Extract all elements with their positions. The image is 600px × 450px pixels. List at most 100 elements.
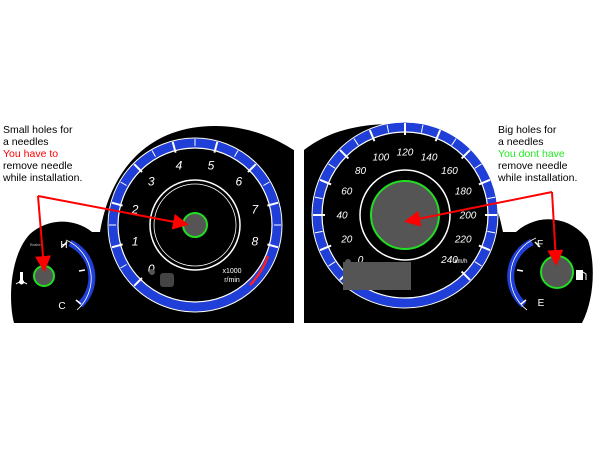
tach-label-6: 6 xyxy=(235,175,242,189)
tach-minor-tick xyxy=(120,181,127,186)
speedo-unit: km/h xyxy=(454,259,467,265)
right-note-line1: Big holes for xyxy=(498,124,557,136)
left-note-line4: remove needle xyxy=(3,160,73,172)
tach-label-5: 5 xyxy=(208,158,215,172)
arrows xyxy=(35,191,564,272)
speedo-major-tick xyxy=(339,149,350,160)
fuel-pump-icon xyxy=(576,270,587,280)
tach-needle-hole xyxy=(182,212,208,238)
speedo-minor-tick xyxy=(420,124,424,133)
speedo-major-tick xyxy=(478,178,491,186)
speedo-minor-tick xyxy=(487,196,496,200)
speedo-label-160: 160 xyxy=(441,166,458,177)
left-note-highlight: You have to xyxy=(3,148,59,160)
tach-indicator-hole xyxy=(149,269,155,275)
speedo-minor-tick xyxy=(474,163,482,169)
tach-major-tick xyxy=(133,163,143,173)
fuel-needle-hole xyxy=(540,255,574,289)
speedo-major-tick xyxy=(319,244,332,252)
speedo-major-tick xyxy=(319,178,332,186)
left-panel xyxy=(11,126,294,323)
speedo-major-tick xyxy=(368,129,376,142)
speedo-label-20: 20 xyxy=(340,235,353,246)
speedo-minor-tick xyxy=(474,261,482,267)
speedo-minor-tick xyxy=(353,138,359,146)
left-note-line1: Small holes for xyxy=(3,124,73,136)
tach-inner-ring xyxy=(149,179,241,271)
speedo-major-tick xyxy=(460,149,471,160)
tach-major-tick xyxy=(133,277,143,287)
tach-unit-line2: r/min xyxy=(224,277,240,284)
speedo-label-0: 0 xyxy=(358,255,364,266)
speedo-label-140: 140 xyxy=(421,152,438,163)
tach-redline xyxy=(249,255,270,286)
speedo-major-tick xyxy=(478,244,491,252)
temp-label-small: Brakes xyxy=(30,242,42,247)
speedo-label-60: 60 xyxy=(341,187,353,198)
speedo-indicator-hole xyxy=(345,259,351,265)
speedo-minor-tick xyxy=(328,261,336,267)
tach-label-7: 7 xyxy=(252,202,260,216)
right-note-line4: remove needle xyxy=(498,160,568,172)
arrow-to-speedo-hole xyxy=(404,191,553,227)
tach-major-tick xyxy=(111,243,123,249)
tach-label-8: 8 xyxy=(252,234,259,248)
tach-ticks xyxy=(109,139,281,287)
tach-label-1: 1 xyxy=(132,234,139,248)
big-holes-note: Big holes for a needles You dont have re… xyxy=(498,124,577,184)
speedo-minor-tick xyxy=(328,163,336,169)
right-note-line5: while installation. xyxy=(498,172,578,184)
speedo-major-tick xyxy=(434,129,442,142)
speedo-label-220: 220 xyxy=(454,235,472,246)
speedo-label-180: 180 xyxy=(455,187,472,198)
temp-needle-hole xyxy=(33,265,55,287)
speedo-label-40: 40 xyxy=(336,211,348,222)
speedo-minor-tick xyxy=(314,230,323,234)
tach-label-4: 4 xyxy=(176,158,183,172)
small-holes-note: Small holes for a needles You have to re… xyxy=(3,124,82,184)
tach-minor-tick xyxy=(151,150,156,157)
speedo-label-100: 100 xyxy=(373,152,390,163)
tach-major-tick xyxy=(111,201,123,207)
speedo-label-240: 240 xyxy=(440,255,458,266)
temp-hot-label: H xyxy=(60,240,67,251)
speedo-minor-tick xyxy=(451,138,457,146)
arrow-to-temp-hole xyxy=(35,195,51,272)
tach-minor-tick xyxy=(234,150,239,157)
tach-major-tick xyxy=(247,163,257,173)
speedo-label-200: 200 xyxy=(459,211,477,222)
tach-unit-line1: x1000 xyxy=(222,268,241,275)
arrow-to-tach-hole xyxy=(37,195,189,230)
speedo-needle-hole xyxy=(370,180,440,250)
speedo-label-80: 80 xyxy=(355,166,367,177)
speedo-inner-ring xyxy=(359,169,451,261)
odometer-window xyxy=(343,262,411,290)
speedo-ticks xyxy=(313,123,497,281)
speedo-label-120: 120 xyxy=(397,148,414,159)
speedo-minor-tick xyxy=(386,124,390,133)
thermometer-icon xyxy=(15,272,28,285)
speedo-minor-tick xyxy=(487,230,496,234)
fuel-full-label: F xyxy=(537,239,543,250)
tachometer: 012345678 x1000 r/min xyxy=(107,137,283,313)
left-note-line5: while installation. xyxy=(3,172,83,184)
tach-label-2: 2 xyxy=(131,202,139,216)
left-note-line2: a needles xyxy=(3,136,49,148)
right-note-line2: a needles xyxy=(498,136,544,148)
speedo-minor-tick xyxy=(314,196,323,200)
speedo-major-tick xyxy=(460,270,471,281)
tach-label-3: 3 xyxy=(148,175,155,189)
tach-minor-tick xyxy=(263,181,270,186)
tach-major-tick xyxy=(267,243,279,249)
tach-major-tick xyxy=(267,201,279,207)
arrow-to-fuel-hole xyxy=(547,191,564,266)
tach-major-tick xyxy=(171,141,177,153)
tach-minor-tick xyxy=(120,264,127,269)
fuel-empty-label: E xyxy=(538,298,545,309)
right-note-highlight: You dont have xyxy=(498,148,565,160)
tach-major-tick xyxy=(213,141,219,153)
temp-cold-label: C xyxy=(58,301,65,312)
tach-reset-knob xyxy=(160,273,174,287)
